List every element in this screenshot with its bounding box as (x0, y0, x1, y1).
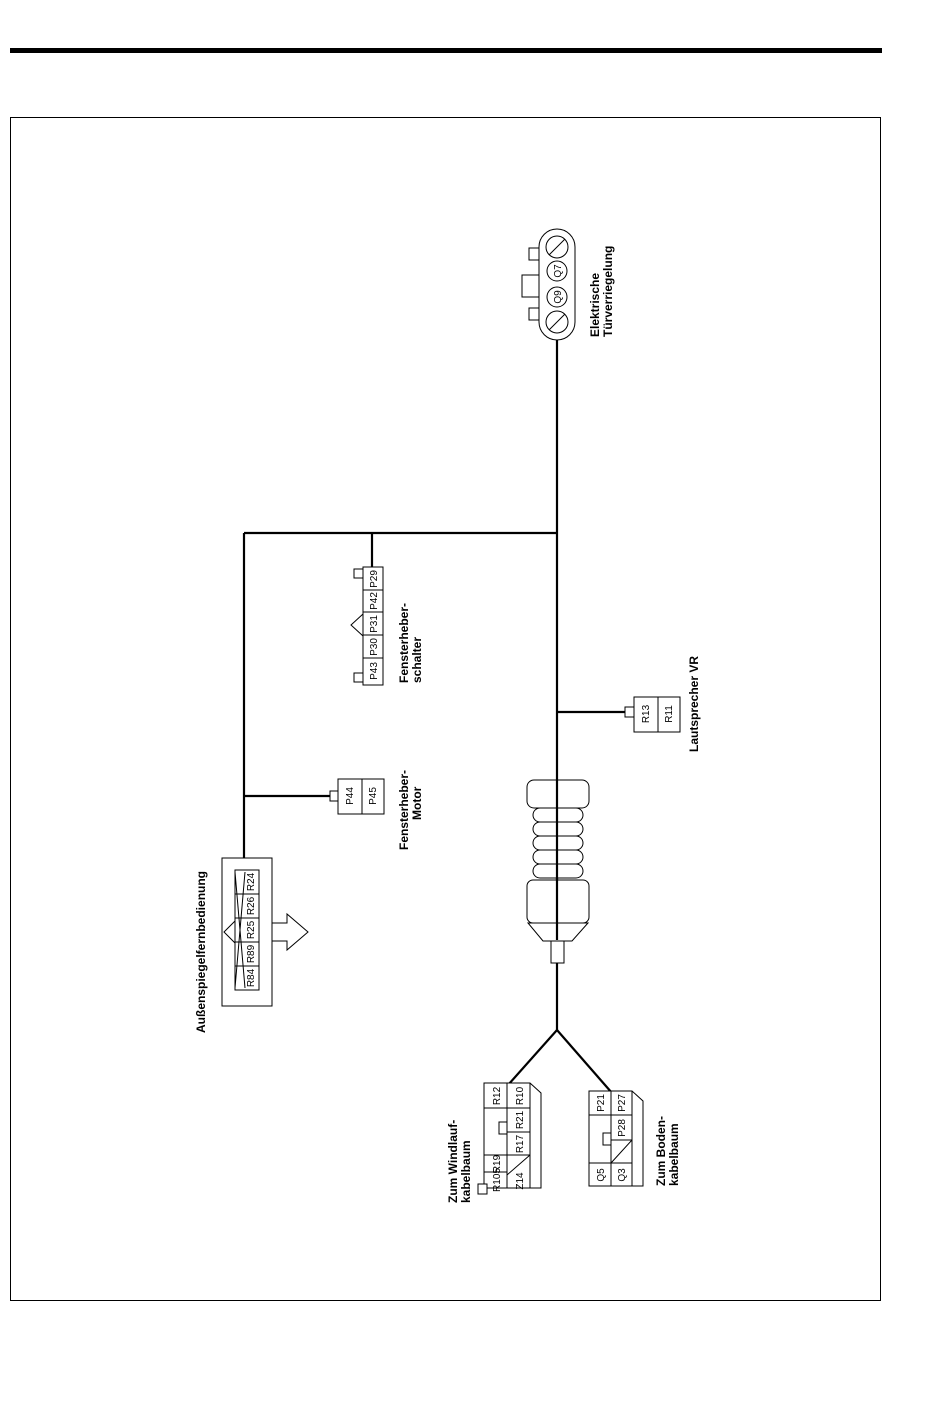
windlauf-label-line1: Zum Windlauf- (446, 1120, 460, 1203)
speaker-tab (625, 707, 634, 717)
window-switch-pin-p43: P43 (369, 662, 380, 680)
windlauf-tab-bottom (478, 1184, 487, 1194)
boden-label-line2: kabelbaum (667, 1123, 681, 1186)
windlauf-pin-z14: Z14 (515, 1172, 526, 1190)
window-motor-pin-p44: P44 (345, 787, 356, 805)
window-switch-label-line1: Fensterheber- (397, 603, 411, 683)
window-motor-label-line2: Motor (410, 786, 424, 820)
window-switch-tab-top (354, 569, 363, 578)
boden-pin-p21: P21 (596, 1094, 607, 1112)
windlauf-label-line2: kabelbaum (459, 1140, 473, 1203)
mirror-control-unit: R24 R26 R25 R89 R84 (222, 858, 308, 1006)
boden-tab (603, 1133, 611, 1145)
mirror-control-pin-r25: R25 (246, 920, 257, 939)
window-switch-pin-p30: P30 (369, 638, 380, 656)
boden-pin-p27: P27 (617, 1094, 628, 1112)
speaker-connector: R13 R11 (625, 697, 680, 732)
boden-branch-wire (557, 1030, 612, 1093)
window-switch-pin-p42: P42 (369, 592, 380, 610)
windlauf-pin-r105: R105 (492, 1168, 503, 1192)
door-lock-tab-top (529, 248, 540, 260)
door-lock-label-line1: Elektrische (588, 273, 602, 337)
mirror-control-label: Außenspiegelfernbedienung (194, 871, 208, 1033)
speaker-label: Lautsprecher VR (687, 656, 701, 752)
window-motor-connector: P44 P45 (330, 779, 384, 814)
mirror-control-pin-r84: R84 (246, 968, 257, 987)
window-switch-key-wedge (351, 614, 363, 636)
door-grommet (527, 780, 589, 963)
mirror-control-pin-r89: R89 (246, 944, 257, 963)
mirror-control-arrow-icon (272, 914, 308, 950)
boden-pin-p28: P28 (617, 1119, 628, 1137)
door-lock-tab-bottom (529, 308, 540, 320)
boden-pin-q5: Q5 (596, 1168, 607, 1182)
windlauf-branch-wire (508, 1030, 557, 1085)
boden-harness-connector: P21 Q5 P27 P28 Q3 (589, 1091, 643, 1186)
mirror-control-pin-r26: R26 (246, 896, 257, 915)
windlauf-pin-r21: R21 (515, 1110, 526, 1129)
boden-label-line1: Zum Boden- (654, 1116, 668, 1186)
wiring (244, 340, 625, 1093)
door-lock-pin-q7: Q7 (553, 264, 564, 278)
window-motor-tab (330, 791, 338, 801)
mirror-control-pin-r24: R24 (246, 872, 257, 891)
grommet-nozzle (551, 940, 564, 963)
windlauf-harness-connector: R12 R19 R105 R10 R21 R17 Z14 (478, 1083, 541, 1194)
window-switch-tab-bottom (354, 673, 363, 682)
door-lock-label-line2: Türverriegelung (601, 246, 615, 337)
windlauf-pin-r17: R17 (515, 1134, 526, 1153)
speaker-pin-r11: R11 (664, 705, 675, 723)
window-switch-pin-p31: P31 (369, 615, 380, 633)
windlauf-pin-r10: R10 (515, 1086, 526, 1105)
window-motor-label-line1: Fensterheber- (397, 770, 411, 850)
window-motor-pin-p45: P45 (368, 787, 379, 805)
door-lock-tab-middle (522, 275, 540, 297)
door-lock-pin-q9: Q9 (553, 290, 564, 304)
door-lock-body (539, 229, 575, 340)
window-switch-label-line2: schalter (410, 637, 424, 683)
window-switch-connector: P29 P42 P31 P30 P43 (351, 567, 383, 685)
speaker-pin-r13: R13 (641, 704, 652, 723)
window-switch-pin-p29: P29 (369, 570, 380, 588)
windlauf-tab (499, 1122, 507, 1134)
door-lock-connector: Q7 Q9 (522, 229, 575, 340)
boden-pin-q3: Q3 (617, 1168, 628, 1182)
windlauf-pin-r12: R12 (492, 1086, 503, 1105)
